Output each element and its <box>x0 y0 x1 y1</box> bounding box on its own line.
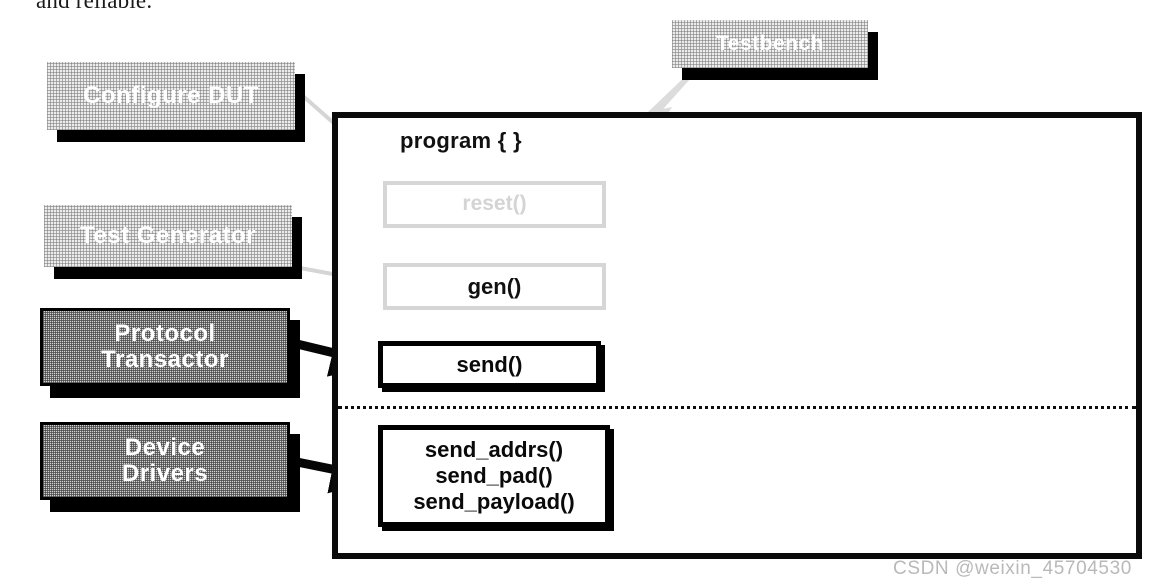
method-box-send-details[interactable]: send_addrs() send_pad() send_payload() <box>378 425 610 527</box>
method-box-gen[interactable]: gen() <box>383 263 606 310</box>
method-label-send-addrs: send_addrs() <box>424 437 564 463</box>
callout-face: Device Drivers <box>40 422 290 500</box>
callout-test-generator[interactable]: Test Generator <box>44 205 302 279</box>
callout-configure-dut[interactable]: Configure DUT <box>47 62 305 142</box>
method-box-send[interactable]: send() <box>378 341 601 388</box>
method-label-reset: reset() <box>462 192 527 216</box>
layer-partition-divider <box>338 406 1136 409</box>
callout-label-transactor: Transactor <box>101 346 229 373</box>
body-text-fragment: and reliable. <box>36 0 153 13</box>
callout-protocol-transactor[interactable]: Protocol Transactor <box>40 308 300 398</box>
program-label: program { } <box>400 128 522 153</box>
method-label-send-pad: send_pad() <box>435 463 553 489</box>
method-box-reset[interactable]: reset() <box>383 181 606 228</box>
callout-testbench[interactable]: Testbench <box>672 20 878 80</box>
callout-face: Configure DUT <box>47 62 295 130</box>
method-label-gen: gen() <box>467 273 522 299</box>
callout-label-configure-dut: Configure DUT <box>83 82 259 110</box>
callout-face: Protocol Transactor <box>40 308 290 386</box>
callout-label-drivers: Drivers <box>121 460 209 487</box>
callout-label-device: Device <box>124 434 206 462</box>
callout-face: Test Generator <box>44 205 292 267</box>
callout-label-test-generator: Test Generator <box>80 222 256 250</box>
method-label-send: send() <box>456 351 523 377</box>
callout-device-drivers[interactable]: Device Drivers <box>40 422 300 512</box>
callout-face: Testbench <box>672 20 868 68</box>
method-label-send-payload: send_payload() <box>413 488 575 514</box>
watermark: CSDN @weixin_45704530 <box>893 558 1132 579</box>
callout-label-protocol: Protocol <box>114 320 216 348</box>
callout-label-testbench: Testbench <box>716 31 824 55</box>
